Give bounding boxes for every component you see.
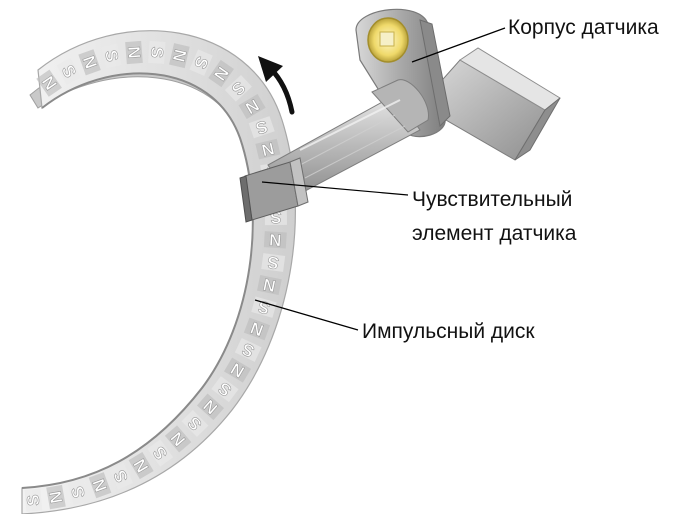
pole-block — [148, 40, 166, 64]
pole-block — [251, 296, 277, 318]
pole-letter: N — [124, 46, 144, 60]
pulse-disk-pole-letters: NSNSNSNSNSNSNSNSNSNSNSNSNSNSNSNSNS — [23, 40, 287, 512]
pole-block — [196, 393, 225, 421]
pole-block — [181, 409, 209, 437]
pole-letter: N — [169, 47, 190, 63]
wheel-speed-sensor — [239, 8, 561, 223]
pole-block — [24, 488, 43, 512]
pole-block — [234, 337, 262, 362]
sensor-connector — [419, 47, 561, 161]
pole-block — [248, 116, 275, 139]
pole-block — [189, 49, 213, 76]
housing-label: Корпус датчика — [508, 16, 659, 39]
pole-block — [211, 376, 239, 403]
pole-block — [224, 74, 252, 102]
pole-block — [255, 138, 281, 160]
pole-block — [46, 484, 66, 510]
pole-block — [56, 57, 81, 85]
sensing-element-label-line1: Чувствительный — [412, 188, 572, 211]
pole-block — [257, 274, 282, 296]
pole-block — [263, 231, 287, 249]
pole-letter: N — [79, 53, 101, 71]
pole-block — [109, 462, 133, 490]
pole-letter: N — [261, 274, 277, 295]
sensing-element — [239, 157, 309, 223]
pole-block — [147, 439, 174, 467]
pole-block — [261, 253, 286, 272]
pole-block — [78, 49, 101, 76]
pole-letter: N — [269, 230, 282, 250]
pole-block — [125, 40, 143, 65]
rotation-arrow-icon — [258, 56, 295, 115]
sensing-element-label-line2: элемент датчика — [412, 222, 577, 245]
pole-letter: S — [23, 494, 43, 507]
pole-block — [238, 94, 266, 119]
pole-block — [243, 317, 271, 341]
pole-block — [169, 43, 190, 69]
pole-letter: N — [46, 489, 67, 504]
pole-letter: N — [260, 138, 276, 159]
pulse-disk-label: Импульсный диск — [362, 320, 535, 343]
pulse-disk: NSNSNSNSNSNSNSNSNSNSNSNSNSNSNSNSNS — [21, 30, 296, 514]
pole-block — [88, 472, 112, 499]
pole-letter: S — [266, 252, 280, 272]
pulse-disk-leader-line — [254, 299, 359, 331]
pole-block — [208, 59, 234, 88]
sensing-element-leader-line — [261, 181, 409, 196]
pole-block — [164, 425, 192, 453]
pole-block — [67, 479, 89, 505]
pole-letter: S — [147, 46, 167, 59]
sensor-barrel — [267, 79, 429, 199]
pulse-disk-inner-edge — [21, 72, 254, 489]
pole-letter: S — [68, 484, 89, 500]
pole-block — [101, 43, 122, 69]
pole-letter: S — [101, 48, 122, 63]
pole-block — [36, 69, 62, 97]
housing-leader-line — [411, 27, 506, 63]
pole-block — [223, 357, 252, 383]
pole-block — [128, 452, 154, 480]
